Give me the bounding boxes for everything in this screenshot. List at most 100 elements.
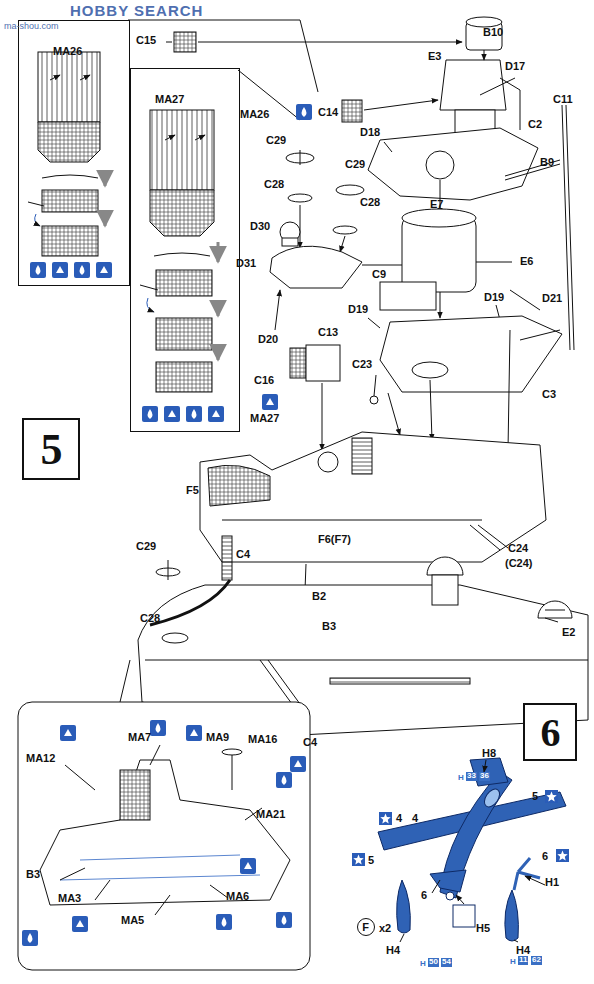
- part-number: C29: [266, 134, 286, 146]
- part-number: MA16: [248, 733, 277, 745]
- part-number: C28: [140, 612, 160, 624]
- paint-code: 62: [531, 956, 542, 965]
- part-number: MA6: [226, 890, 249, 902]
- part-number: C29: [136, 540, 156, 552]
- part-number: F6(F7): [318, 533, 351, 545]
- tool-glyph: [282, 915, 287, 925]
- decal-star: [545, 790, 558, 803]
- part-number: 4: [396, 812, 402, 824]
- paint-prefix: H: [510, 958, 516, 967]
- part-number: B2: [312, 590, 326, 602]
- tool-icon: [74, 262, 90, 278]
- part-number: 5: [532, 790, 538, 802]
- part-number: MA5: [121, 914, 144, 926]
- part-number: 4: [412, 812, 418, 824]
- tool-glyph: [56, 266, 64, 273]
- part-number: E6: [520, 255, 533, 267]
- part-number: D19: [484, 291, 504, 303]
- decal-star: [352, 853, 365, 866]
- tool-glyph: [80, 265, 85, 275]
- tool-icon: [22, 930, 38, 946]
- star-glyph: [380, 814, 390, 824]
- part-number: H1: [545, 876, 559, 888]
- part-number: C16: [254, 374, 274, 386]
- part-number: C15: [136, 34, 156, 46]
- part-number: E7: [430, 198, 443, 210]
- part-number: MA27: [250, 412, 279, 424]
- tool-icon: [240, 858, 256, 874]
- paint-prefix: H: [420, 960, 426, 969]
- part-number: E3: [428, 50, 441, 62]
- step-number-box: 6: [523, 703, 577, 761]
- tool-icon: [30, 262, 46, 278]
- tool-glyph: [156, 723, 161, 733]
- tool-icon: [262, 394, 278, 410]
- part-number: C4: [303, 736, 317, 748]
- step-number: F: [362, 921, 369, 933]
- part-name: MA26: [53, 45, 82, 57]
- sprue-letter-circle: F: [357, 918, 375, 936]
- part-number: C4: [236, 548, 250, 560]
- tool-icon: [164, 406, 180, 422]
- tool-glyph: [190, 729, 198, 736]
- part-number: MA7: [128, 731, 151, 743]
- tool-icon: [208, 406, 224, 422]
- part-number: B10: [483, 26, 503, 38]
- tool-glyph: [212, 410, 220, 417]
- tool-icon: [216, 914, 232, 930]
- paint-code: 54: [441, 958, 452, 967]
- tool-icon: [296, 104, 312, 120]
- watermark: HOBBY SEARCH: [70, 3, 203, 20]
- part-number: C3: [542, 388, 556, 400]
- tool-glyph: [244, 862, 252, 869]
- part-number: C29: [345, 158, 365, 170]
- part-number: H4: [516, 944, 530, 956]
- part-number: 5: [368, 854, 374, 866]
- part-number: H5: [476, 922, 490, 934]
- tool-icon: [52, 262, 68, 278]
- tool-glyph: [148, 409, 153, 419]
- tool-glyph: [64, 729, 72, 736]
- part-number: E2: [562, 626, 575, 638]
- tool-icon: [276, 772, 292, 788]
- decal-star: [379, 812, 392, 825]
- part-number: 6: [421, 889, 427, 901]
- tool-glyph: [282, 775, 287, 785]
- tool-icon: [72, 916, 88, 932]
- tool-glyph: [266, 398, 274, 405]
- paint-code: 11: [518, 956, 528, 965]
- part-number: C24: [508, 542, 528, 554]
- part-number: D17: [505, 60, 525, 72]
- tool-icon: [290, 756, 306, 772]
- tool-icon: [60, 725, 76, 741]
- part-number: C9: [372, 268, 386, 280]
- part-number: C28: [360, 196, 380, 208]
- star-glyph: [557, 851, 567, 861]
- tool-icon: [186, 406, 202, 422]
- part-number: H8: [482, 747, 496, 759]
- tool-glyph: [302, 107, 307, 117]
- part-number: MA12: [26, 752, 55, 764]
- part-number: D31: [236, 257, 256, 269]
- step-number: 5: [41, 424, 63, 475]
- part-number: C13: [318, 326, 338, 338]
- part-number: B9: [540, 156, 554, 168]
- part-number: D30: [250, 220, 270, 232]
- part-number: C28: [264, 178, 284, 190]
- part-number: C2: [528, 118, 542, 130]
- part-name: MA27: [155, 93, 184, 105]
- part-number: 6: [542, 850, 548, 862]
- part-number: MA3: [58, 892, 81, 904]
- etch-inset-panel: MA26: [18, 20, 130, 286]
- tool-icon: [150, 720, 166, 736]
- tool-glyph: [294, 760, 302, 767]
- part-number: MA9: [206, 731, 229, 743]
- step-number: 6: [541, 709, 561, 756]
- part-number: C14: [318, 106, 338, 118]
- part-number: C23: [352, 358, 372, 370]
- part-number: D21: [542, 292, 562, 304]
- tool-glyph: [192, 409, 197, 419]
- tool-icon: [186, 725, 202, 741]
- star-glyph: [353, 855, 363, 865]
